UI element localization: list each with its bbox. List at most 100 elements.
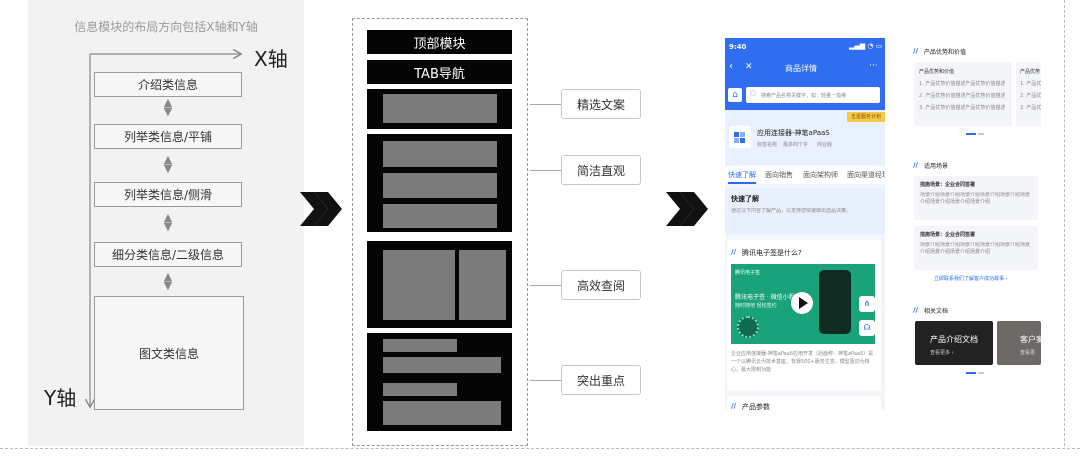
nav-title: 商品详情	[785, 64, 817, 73]
panel-title: 产品优势和价值	[924, 49, 967, 56]
pager-dot	[966, 133, 976, 135]
quote-icon: //	[913, 306, 919, 314]
x-axis-label: X轴	[254, 47, 288, 71]
params-title: 产品参数	[742, 403, 770, 410]
doc-card[interactable]	[915, 321, 993, 365]
frame-border	[0, 448, 1080, 449]
frame-border	[1064, 0, 1065, 446]
params-card	[727, 396, 881, 410]
scene-text: 场景介绍场景介绍场景介绍场景介绍场景介绍场景介绍场景介绍场景介绍场景介绍	[920, 242, 1031, 255]
tab-bar	[725, 166, 885, 184]
wireframe-top-module: 顶部模块	[367, 30, 512, 54]
wireframe-placeholder	[383, 173, 497, 198]
contact-link[interactable]: 立即联系我们了解客户成功故事 ›	[934, 276, 1008, 282]
tag-simple-direct: 简洁直观	[561, 155, 641, 185]
card-line: 3. 产品优势价值描述产品优势价值描述	[1020, 105, 1041, 111]
back-icon[interactable]: ‹	[729, 61, 733, 72]
card-title: 产品优势和价值	[919, 69, 955, 75]
card-line: 1. 产品优势价值描述产品优势价值描述	[919, 81, 1006, 87]
panel-title: 相关文档	[924, 308, 949, 315]
doc-link[interactable]: 查看更	[1020, 350, 1036, 356]
card-line: 2. 产品优势价值描述产品优势价值描述	[919, 93, 1006, 99]
play-icon	[799, 297, 808, 309]
product-tag: 商业版	[817, 142, 833, 148]
card-line: 3. 产品优势价值描述产品优势价值描述	[919, 105, 1006, 111]
status-time: 9:40	[729, 43, 747, 51]
wireframe-placeholder	[383, 250, 455, 320]
axes	[80, 44, 250, 414]
headset-icon[interactable]: ☊	[859, 320, 875, 336]
phone-screen: 9:40 ▂▄▆ ◔ ▭ ‹ ✕ 商品详情 ··· ⌂ ○ 搜索产品名称关键字，…	[725, 38, 885, 410]
quote-icon: //	[731, 402, 737, 410]
layout-caption: 信息模块的布局方向包括X轴和Y轴	[74, 20, 258, 34]
doc-title: 客户案	[1020, 335, 1041, 344]
search-placeholder: 搜索产品名称关键字，如：轻量一指禅	[761, 93, 847, 99]
tab-quick[interactable]: 快速了解	[728, 171, 756, 179]
quote-icon: //	[731, 248, 737, 256]
product-tag: 最多四个字	[783, 142, 809, 148]
double-arrow-icon: ▲▼	[163, 211, 173, 233]
card-line: 1. 产品优势价值描述产品优势价值描述	[1020, 81, 1041, 87]
doc-title: 产品介绍文档	[930, 335, 978, 344]
pager-dot	[978, 372, 984, 374]
module-list-tile: 列举类信息/平铺	[94, 124, 242, 149]
video-brand: 腾讯电子签	[735, 270, 761, 276]
search-icon: ○	[750, 89, 757, 97]
tab-channel[interactable]: 面向渠道经理	[847, 171, 885, 179]
module-list-slide: 列举类信息/侧滑	[94, 182, 242, 207]
connector-line	[530, 170, 562, 171]
double-arrow-icon: ▲▼	[163, 96, 173, 118]
tag-featured-copy: 精选文案	[561, 89, 641, 119]
tab-architect[interactable]: 面向架构师	[803, 171, 838, 179]
article-text: 企业应用连接器-神笔aPaaS应用开发（后面称：神笔aPaaS）是一个以腾讯云为…	[731, 351, 874, 373]
scene-title: 措施场景：企业合同签署	[920, 182, 976, 188]
badge: 五星服务计划	[847, 112, 885, 122]
scene-card	[914, 176, 1038, 220]
module-image-text: 图文类信息	[94, 296, 244, 410]
search-input[interactable]	[746, 87, 880, 103]
module-intro: 介绍类信息	[94, 72, 242, 97]
product-tag: 标签名称	[757, 142, 778, 148]
quick-title: 快速了解	[731, 195, 759, 203]
wireframe-placeholder	[459, 250, 506, 320]
double-arrow-icon: ▲▼	[163, 270, 173, 292]
chevron-right-icon	[300, 192, 342, 226]
module-sub-info: 细分类信息/二级信息	[94, 242, 242, 267]
phone-mockup	[819, 270, 851, 334]
tag-efficient-lookup: 高效查阅	[561, 270, 641, 300]
scene-title: 措施场景：企业合同签署	[920, 232, 976, 238]
card-title: 产品优势	[1020, 69, 1041, 75]
close-icon[interactable]: ✕	[745, 62, 753, 72]
wireframe-tab-nav: TAB导航	[367, 60, 512, 84]
home-icon[interactable]: ⌂	[728, 88, 742, 102]
section-title: 腾讯电子签是什么?	[742, 249, 802, 257]
wireframe-placeholder	[383, 401, 501, 425]
video-title: 腾讯电子签 · 微信小程序	[735, 294, 801, 301]
quick-desc: 通过以下内容了解产品，以支持您快速做出选品决策。	[731, 208, 852, 214]
video-subtitle: 随时随地 轻松签约	[735, 303, 777, 309]
double-arrow-icon: ▲▼	[163, 153, 173, 175]
wireframe-placeholder	[383, 357, 501, 373]
panel-title: 适用场景	[924, 163, 949, 170]
wireframe-placeholder	[383, 94, 497, 123]
connector-line	[530, 380, 562, 381]
tag-highlight-key: 突出重点	[561, 365, 641, 395]
advantage-card	[1016, 62, 1041, 126]
more-icon[interactable]: ···	[869, 61, 878, 71]
tab-sales[interactable]: 面向销售	[765, 171, 793, 179]
product-logo	[729, 126, 751, 148]
connector-line	[530, 104, 562, 105]
quote-icon: //	[913, 161, 919, 169]
scene-card	[914, 226, 1038, 270]
doc-card[interactable]	[997, 321, 1041, 365]
quote-icon: //	[913, 47, 919, 55]
wireframe-placeholder	[383, 339, 457, 352]
qr-code-icon	[737, 316, 759, 338]
pager-dot	[966, 372, 976, 374]
tab-underline	[728, 182, 756, 184]
share-icon[interactable]: ⋔	[859, 296, 875, 312]
status-icons: ▂▄▆ ◔ ▭	[849, 42, 883, 50]
scene-text: 场景介绍场景介绍场景介绍场景介绍场景介绍场景介绍场景介绍场景介绍场景介绍	[920, 192, 1031, 205]
doc-link[interactable]: 查看更多 ›	[930, 350, 954, 356]
connector-line	[530, 285, 562, 286]
